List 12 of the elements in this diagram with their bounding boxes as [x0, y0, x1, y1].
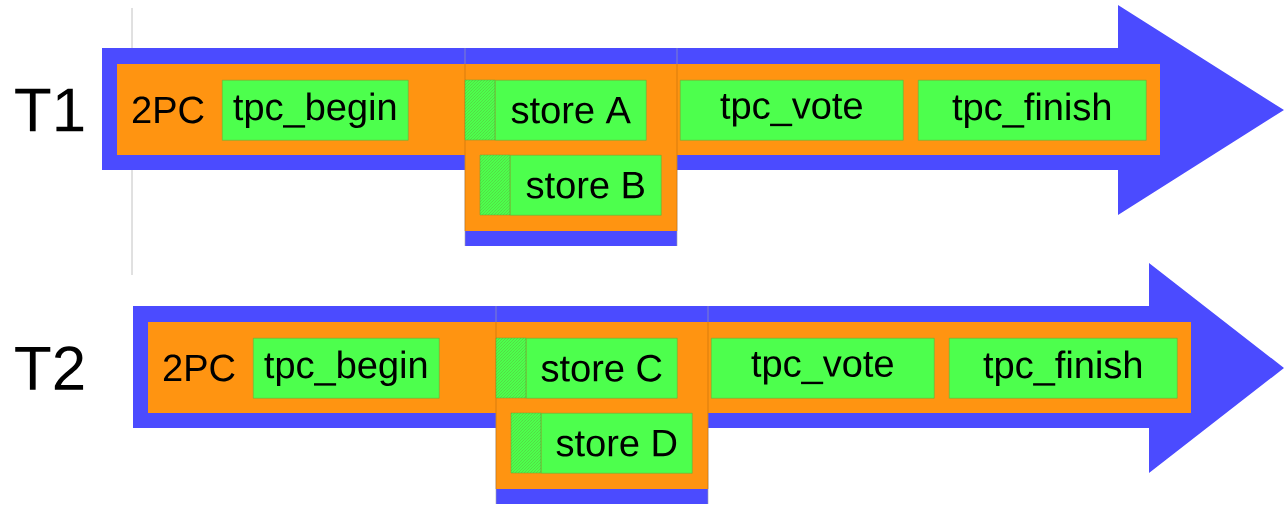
store-box: store A: [464, 79, 647, 141]
store-box: store B: [479, 154, 662, 216]
step-box: tpc_vote: [680, 80, 904, 141]
row-label: T2: [15, 346, 84, 390]
store-box: store C: [495, 337, 678, 399]
store-box: store D: [510, 412, 693, 474]
step-box: tpc_finish: [918, 80, 1147, 141]
step-box: tpc_begin: [222, 80, 409, 141]
step-box: tpc_begin: [253, 338, 440, 399]
step-box: tpc_vote: [711, 338, 935, 399]
row-label: T1: [15, 88, 84, 132]
step-box: tpc_finish: [949, 338, 1178, 399]
